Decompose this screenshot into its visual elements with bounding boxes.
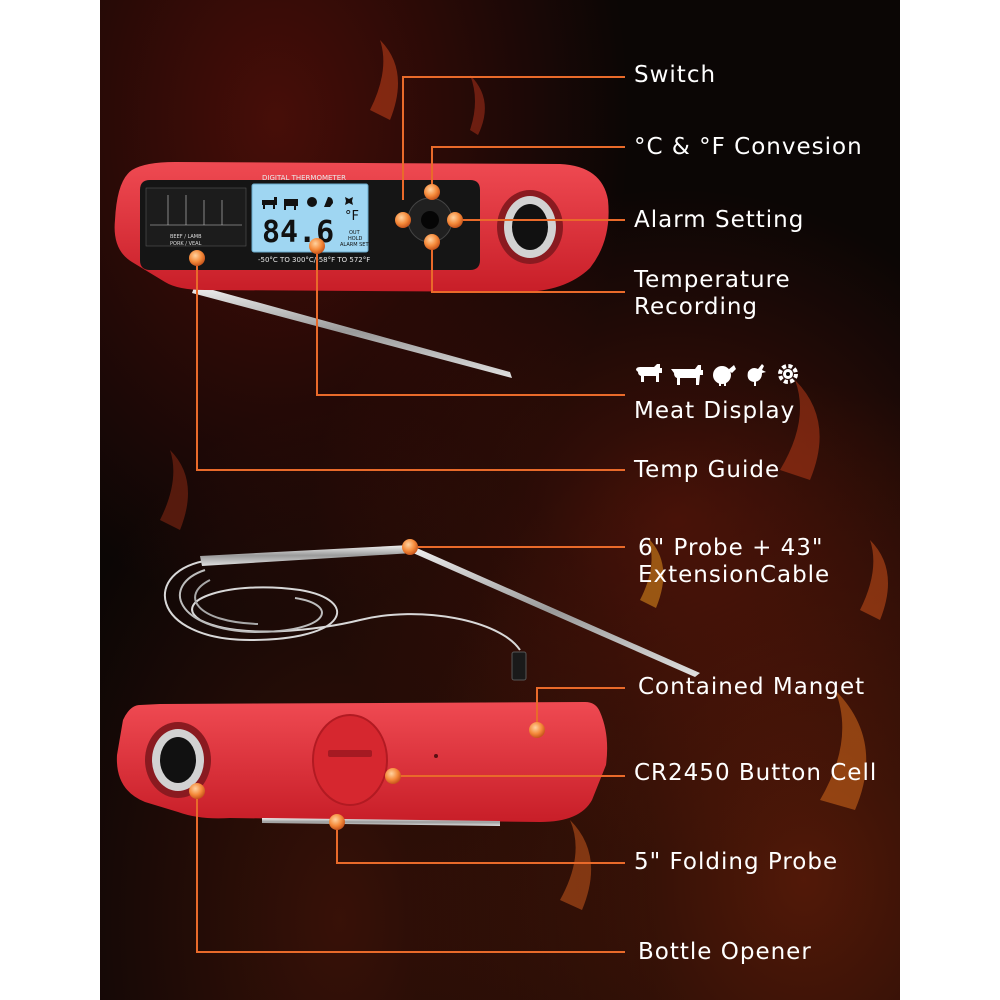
callout-lines — [196, 76, 625, 953]
device-header: DIGITAL THERMOMETER — [262, 174, 346, 182]
callout-dot-meat — [309, 238, 325, 254]
bottle-opener-top — [497, 190, 563, 264]
battery-cover — [312, 714, 388, 806]
callout-label-meat-display: Meat Display — [634, 398, 796, 424]
callout-label-recording-1: Temperature — [634, 267, 791, 293]
probe-and-cable — [163, 545, 700, 681]
turkey-icon — [713, 365, 736, 386]
lcd-status-alarm: ALARM SET — [340, 242, 369, 248]
folding-probe-top — [192, 285, 512, 378]
lcd-meat-icons — [262, 197, 353, 210]
callout-label-recording-2: Recording — [634, 294, 759, 320]
callout-dot-bottle-opener — [189, 783, 205, 799]
callout-label-alarm: Alarm Setting — [634, 207, 805, 233]
chicken-icon — [747, 364, 766, 386]
callout-dot-switch — [395, 212, 411, 228]
probe-rod — [410, 545, 700, 677]
callout-label-probe-1: 6" Probe + 43" — [638, 535, 824, 561]
callout-dot-battery — [385, 768, 401, 784]
cattle-icon — [671, 365, 703, 385]
callout-dot-probe — [402, 539, 418, 555]
callout-dot-temp-guide — [189, 250, 205, 266]
callout-label-temp-guide: Temp Guide — [634, 457, 781, 483]
callout-dot-recording — [424, 234, 440, 250]
lcd-unit: °F — [345, 209, 359, 224]
device-range: -50°C TO 300°C/-58°F TO 572°F — [258, 256, 370, 264]
flame-decoration — [160, 40, 888, 910]
lcd-status-hold: HOLD — [348, 236, 362, 242]
folding-probe-bottom — [262, 818, 500, 826]
bottle-opener-bottom — [145, 722, 211, 798]
thermometer-back — [116, 702, 608, 826]
callout-label-probe-2: ExtensionCable — [638, 562, 831, 588]
temp-guide-chart — [145, 187, 247, 247]
svg-text:BEEF / LAMB: BEEF / LAMB — [170, 234, 202, 240]
callout-dot-folding-probe — [329, 814, 345, 830]
meat-icons-row — [634, 362, 800, 386]
lcd-status-out: OUT — [349, 230, 361, 236]
callout-dot-conversion — [424, 184, 440, 200]
lcd-screen — [251, 183, 369, 253]
callout-label-battery: CR2450 Button Cell — [634, 760, 878, 786]
callout-dots — [189, 184, 545, 830]
callout-dot-magnet — [529, 722, 545, 738]
thermometer-front: BEEF / LAMB PORK / VEAL DIGITAL THERMOME… — [114, 162, 609, 378]
callout-label-folding-probe: 5" Folding Probe — [634, 849, 839, 875]
callout-label-conversion: °C & °F Convesion — [634, 134, 863, 160]
coiled-cable — [163, 559, 521, 651]
svg-text:PORK / VEAL: PORK / VEAL — [170, 241, 202, 247]
cow-icon — [636, 364, 662, 382]
probe-handle — [200, 545, 413, 566]
cable-plug — [511, 651, 527, 681]
callout-dot-alarm — [447, 212, 463, 228]
callout-label-magnet: Contained Manget — [638, 674, 866, 700]
callout-label-bottle-opener: Bottle Opener — [638, 939, 812, 965]
callout-label-switch: Switch — [634, 62, 717, 88]
gear-icon — [778, 364, 798, 384]
